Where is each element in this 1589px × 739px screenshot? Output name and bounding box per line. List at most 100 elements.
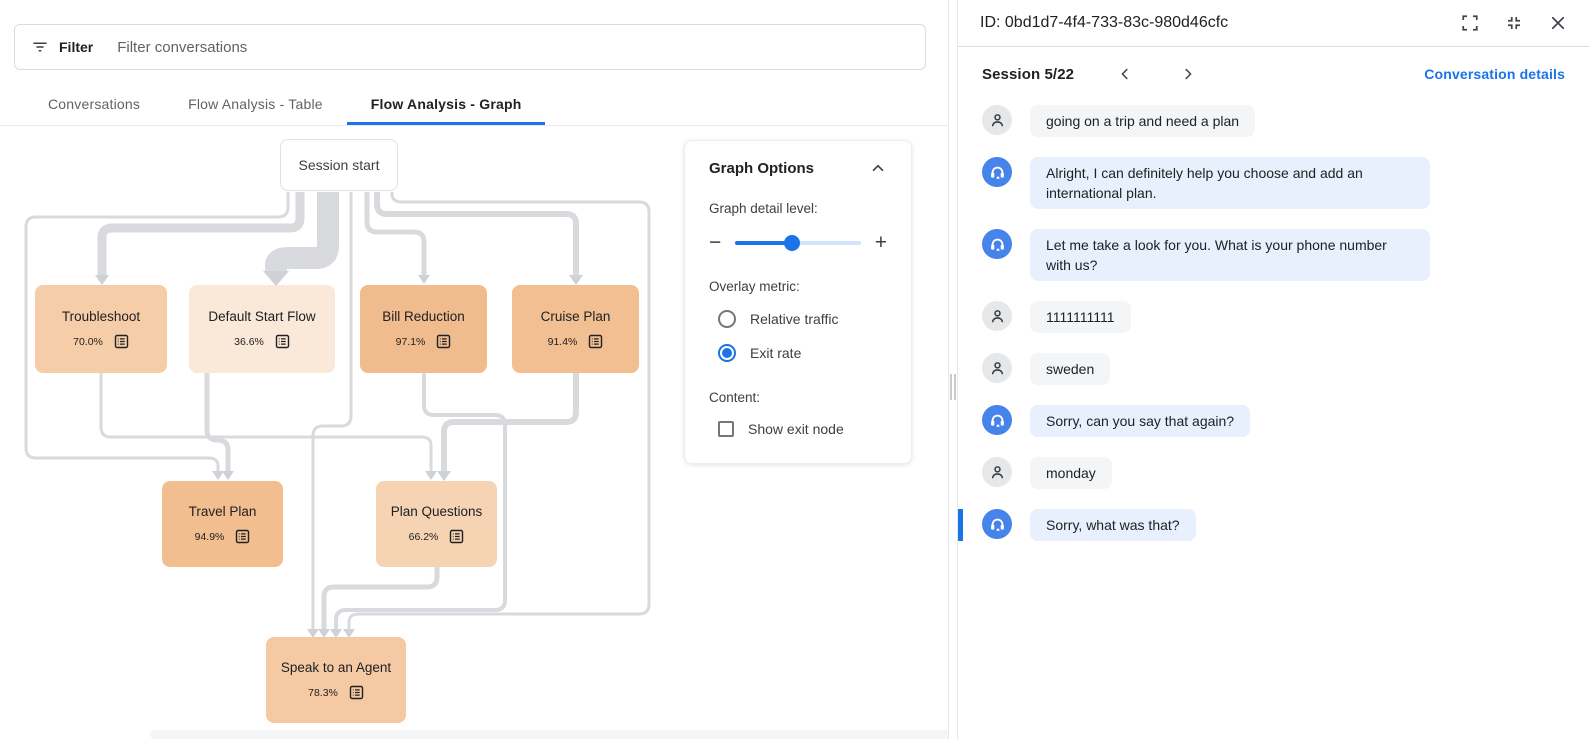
flow-node-exit-rate: 78.3% bbox=[308, 686, 338, 699]
message-row: monday bbox=[982, 457, 1565, 489]
flow-node-default-start-flow[interactable]: Default Start Flow 36.6% bbox=[189, 285, 335, 373]
horizontal-scrollbar[interactable] bbox=[150, 730, 948, 739]
flow-node-troubleshoot[interactable]: Troubleshoot 70.0% bbox=[35, 285, 167, 373]
list-alt-icon[interactable] bbox=[436, 334, 451, 349]
decrease-detail-button[interactable]: − bbox=[709, 231, 722, 254]
graph-options-title: Graph Options bbox=[709, 159, 814, 177]
radio-label: Relative traffic bbox=[750, 311, 839, 327]
flow-node-title: Travel Plan bbox=[188, 504, 257, 519]
person-icon bbox=[991, 113, 1003, 126]
flow-node-exit-rate: 97.1% bbox=[395, 335, 426, 348]
filter-conversations-input[interactable] bbox=[117, 38, 909, 56]
message-row: sweden bbox=[982, 353, 1565, 385]
radio-label: Exit rate bbox=[750, 345, 802, 361]
edge-plan-questions-to-speak-agent bbox=[321, 567, 440, 629]
collapse-panel-icon[interactable] bbox=[869, 159, 887, 177]
headset-icon bbox=[990, 414, 1004, 427]
node-session-start-label: Session start bbox=[298, 157, 380, 173]
flow-node-bill-reduction[interactable]: Bill Reduction 97.1% bbox=[360, 285, 487, 373]
list-alt-icon[interactable] bbox=[235, 529, 250, 544]
radio-button[interactable] bbox=[718, 344, 736, 362]
edge-start-left-wrap-to-travel-plan bbox=[24, 192, 290, 471]
slider-thumb[interactable] bbox=[783, 234, 800, 251]
message-bubble[interactable]: Sorry, what was that? bbox=[1030, 509, 1196, 541]
flow-node-title: Bill Reduction bbox=[382, 309, 465, 324]
person-icon bbox=[991, 309, 1003, 322]
list-alt-icon[interactable] bbox=[588, 334, 603, 349]
message-bubble[interactable]: 1111111111 bbox=[1030, 301, 1131, 333]
message-row: 1111111111 bbox=[982, 301, 1565, 333]
user-avatar bbox=[982, 105, 1012, 135]
flow-node-plan-questions[interactable]: Plan Questions 66.2% bbox=[376, 481, 497, 567]
list-alt-icon[interactable] bbox=[114, 334, 129, 349]
content-label: Content: bbox=[709, 390, 761, 405]
tab-flow-analysis-table[interactable]: Flow Analysis - Table bbox=[188, 96, 323, 112]
node-session-start[interactable]: Session start bbox=[280, 139, 398, 191]
overlay-metric-label: Overlay metric: bbox=[709, 279, 800, 294]
next-session-button[interactable] bbox=[1179, 65, 1197, 83]
radio-exit-rate[interactable]: Exit rate bbox=[709, 344, 887, 362]
increase-detail-button[interactable]: + bbox=[874, 231, 887, 254]
edge-start-to-bill-reduction bbox=[364, 192, 427, 275]
edge-start-to-default-start-flow bbox=[265, 192, 339, 277]
tab-conversations[interactable]: Conversations bbox=[48, 96, 141, 112]
edge-start-to-cruise-plan bbox=[374, 192, 579, 275]
flow-node-title: Plan Questions bbox=[390, 504, 483, 519]
message-row: going on a trip and need a plan bbox=[982, 105, 1565, 137]
list-alt-icon[interactable] bbox=[449, 529, 464, 544]
flow-node-exit-rate: 70.0% bbox=[73, 335, 103, 348]
flow-node-exit-rate: 91.4% bbox=[547, 335, 578, 348]
conversation-details-link[interactable]: Conversation details bbox=[1424, 66, 1565, 82]
agent-avatar bbox=[982, 229, 1012, 259]
edge-troubleshoot-to-plan-questions bbox=[99, 373, 433, 471]
flow-node-cruise-plan[interactable]: Cruise Plan 91.4% bbox=[512, 285, 639, 373]
flow-node-travel-plan[interactable]: Travel Plan 94.9% bbox=[162, 481, 283, 567]
tab-bar: Conversations Flow Analysis - Table Flow A… bbox=[0, 86, 948, 126]
message-bubble[interactable]: Alright, I can definitely help you choos… bbox=[1030, 157, 1430, 209]
graph-options-panel: Graph Options Graph detail level: − + Ov… bbox=[684, 140, 912, 464]
edge-default-start-flow-to-travel-plan bbox=[204, 373, 231, 471]
edge-start-right-wrap-to-speak-agent bbox=[347, 192, 651, 629]
panel-resize-divider[interactable] bbox=[948, 0, 958, 739]
list-alt-icon[interactable] bbox=[275, 334, 290, 349]
conversation-id-title: ID: 0bd1d7-4f4-733-83c-980d46cfc bbox=[980, 14, 1229, 31]
flow-node-exit-rate: 36.6% bbox=[234, 335, 264, 348]
checkbox-label: Show exit node bbox=[748, 421, 844, 437]
message-bubble[interactable]: Let me take a look for you. What is your… bbox=[1030, 229, 1430, 281]
edge-cruise-plan-to-plan-questions bbox=[441, 373, 579, 471]
filter-bar[interactable]: Filter bbox=[14, 24, 926, 70]
message-bubble[interactable]: sweden bbox=[1030, 353, 1111, 385]
flow-graph-edges bbox=[24, 192, 651, 638]
exit-fullscreen-icon[interactable] bbox=[1505, 14, 1523, 32]
user-avatar bbox=[982, 457, 1012, 487]
flow-node-title: Cruise Plan bbox=[540, 309, 611, 324]
close-icon[interactable] bbox=[1549, 14, 1567, 32]
flow-node-exit-rate: 66.2% bbox=[408, 530, 439, 543]
conversation-header: ID: 0bd1d7-4f4-733-83c-980d46cfc bbox=[958, 0, 1589, 47]
flow-node-speak-to-an-agent[interactable]: Speak to an Agent 78.3% bbox=[266, 637, 406, 723]
checkbox[interactable] bbox=[718, 421, 734, 437]
radio-relative-traffic[interactable]: Relative traffic bbox=[709, 310, 887, 328]
tab-flow-analysis-graph[interactable]: Flow Analysis - Graph bbox=[346, 86, 546, 125]
detail-level-slider[interactable] bbox=[735, 234, 861, 251]
headset-icon bbox=[990, 238, 1004, 251]
message-row: Alright, I can definitely help you choos… bbox=[982, 157, 1565, 209]
previous-session-button[interactable] bbox=[1116, 65, 1134, 83]
checkbox-show-exit-node[interactable]: Show exit node bbox=[709, 421, 887, 437]
fullscreen-icon[interactable] bbox=[1461, 14, 1479, 32]
message-bubble[interactable]: monday bbox=[1030, 457, 1112, 489]
headset-icon bbox=[990, 166, 1004, 179]
headset-icon bbox=[990, 518, 1004, 531]
message-bubble[interactable]: Sorry, can you say that again? bbox=[1030, 405, 1251, 437]
resize-grip-icon[interactable] bbox=[950, 374, 956, 400]
flow-node-title: Troubleshoot bbox=[61, 309, 141, 324]
message-bubble[interactable]: going on a trip and need a plan bbox=[1030, 105, 1256, 137]
filter-label: Filter bbox=[59, 39, 94, 55]
conversation-detail-section: ID: 0bd1d7-4f4-733-83c-980d46cfc Session… bbox=[958, 0, 1589, 739]
radio-button[interactable] bbox=[718, 310, 736, 328]
edge-arrowheads bbox=[95, 271, 583, 638]
flow-node-exit-rate: 94.9% bbox=[194, 530, 225, 543]
list-alt-icon[interactable] bbox=[349, 685, 364, 700]
graph-detail-level-label: Graph detail level: bbox=[709, 201, 818, 216]
